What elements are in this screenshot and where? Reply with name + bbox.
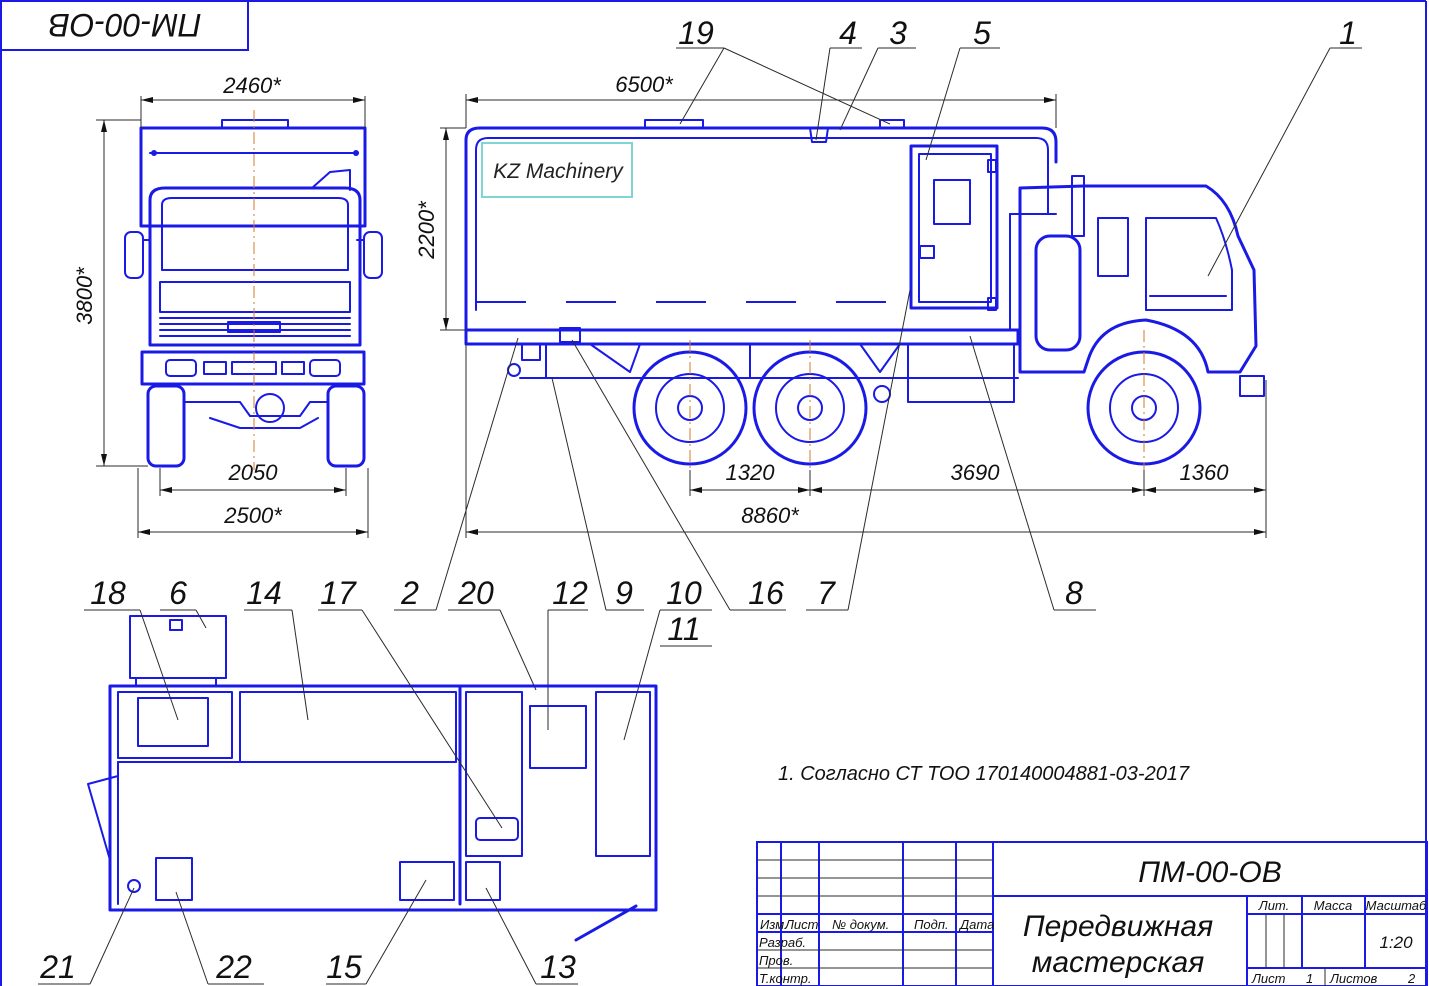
title-block-code: ПМ-00-ОВ [1138, 856, 1281, 889]
svg-text:2: 2 [400, 575, 419, 611]
dim-track: 2050 [228, 460, 279, 485]
svg-text:14: 14 [246, 575, 282, 611]
brand-box [481, 142, 633, 198]
svg-text:12: 12 [552, 575, 588, 611]
svg-text:Пров.: Пров. [759, 953, 793, 968]
svg-text:Листов: Листов [1329, 971, 1378, 986]
svg-text:Лист: Лист [784, 917, 819, 932]
svg-text:Разраб.: Разраб. [759, 935, 806, 950]
dim-wheelbase-rear: 1320 [726, 460, 776, 485]
dim-wheelbase-main: 3690 [951, 460, 1001, 485]
title-block: Изм. Лист № докум. Подп. Дата Разраб. Пр… [756, 841, 1428, 986]
svg-text:Лист: Лист [1251, 971, 1286, 986]
svg-text:20: 20 [457, 575, 494, 611]
svg-text:15: 15 [326, 949, 362, 985]
title-block-name-2: мастерская [1032, 946, 1205, 979]
title-block-name-1: Передвижная [1023, 910, 1213, 943]
svg-text:Дата: Дата [958, 917, 994, 932]
svg-text:10: 10 [666, 575, 702, 611]
side-view: KZ Machinery [414, 72, 1267, 538]
svg-text:1: 1 [1306, 971, 1313, 986]
svg-text:6: 6 [169, 575, 187, 611]
svg-text:21: 21 [39, 949, 76, 985]
svg-text:17: 17 [320, 575, 357, 611]
dim-box-height: 2200* [414, 200, 439, 260]
svg-text:8: 8 [1065, 575, 1083, 611]
svg-text:7: 7 [817, 575, 836, 611]
dim-front-overhang: 1360 [1180, 460, 1230, 485]
svg-text:11: 11 [667, 611, 700, 647]
svg-text:22: 22 [215, 949, 252, 985]
svg-text:4: 4 [839, 15, 857, 51]
drawing-code-stamp: ПМ-00-ОВ [1, 1, 249, 51]
callouts-top: 19 4 3 5 1 [676, 15, 1362, 277]
plan-view [87, 615, 658, 942]
svg-text:18: 18 [90, 575, 126, 611]
svg-text:Подп.: Подп. [914, 917, 949, 932]
svg-text:Изм.: Изм. [760, 917, 788, 932]
dim-overall-length: 8860* [741, 503, 800, 528]
svg-text:5: 5 [973, 15, 991, 51]
svg-text:1: 1 [1339, 15, 1357, 51]
svg-text:Масштаб: Масштаб [1366, 898, 1427, 913]
svg-text:Масса: Масса [1314, 898, 1352, 913]
svg-text:9: 9 [615, 575, 633, 611]
dim-top-width: 2460* [222, 73, 282, 98]
front-view: 2460* 3800* 2050 2500* [72, 73, 383, 538]
svg-text:Лит.: Лит. [1258, 898, 1289, 913]
dim-overall-width: 2500* [223, 503, 283, 528]
callouts-bottom: 21 22 15 13 [38, 879, 578, 985]
svg-text:3: 3 [889, 15, 907, 51]
general-note: 1. Согласно СТ ТОО 170140004881-03-2017 [778, 763, 1190, 785]
svg-text:2: 2 [1407, 971, 1416, 986]
dim-box-length: 6500* [615, 72, 674, 97]
callouts-plan-top: 18 6 14 17 [84, 575, 503, 829]
svg-text:19: 19 [678, 15, 714, 51]
drawing-code-text: ПМ-00-ОВ [49, 7, 202, 43]
dim-height: 3800* [72, 266, 97, 325]
svg-text:13: 13 [540, 949, 576, 985]
title-block-scale: 1:20 [1379, 933, 1413, 952]
brand-label: KZ Machinery [493, 160, 624, 183]
callouts-middle: 2 20 12 9 10 11 16 7 8 [394, 289, 1096, 741]
svg-text:16: 16 [748, 575, 784, 611]
svg-text:Т.контр.: Т.контр. [759, 971, 811, 986]
svg-text:№ докум.: № докум. [832, 917, 889, 932]
